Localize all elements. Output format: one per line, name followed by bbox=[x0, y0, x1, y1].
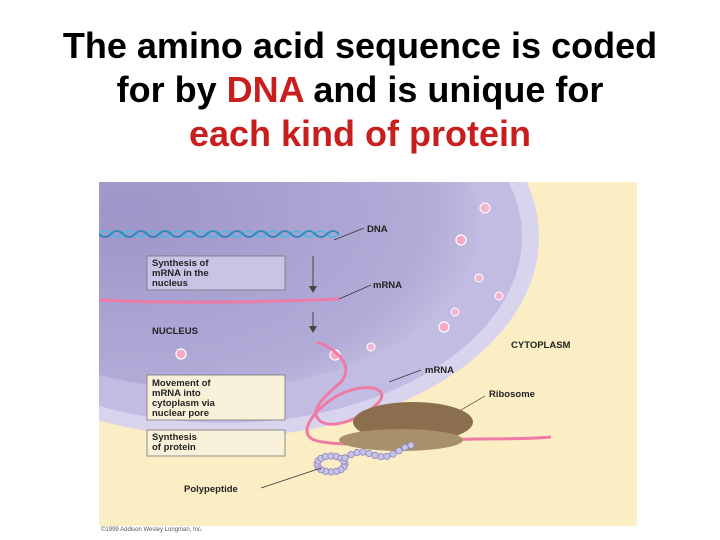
amino-acid-bead bbox=[359, 448, 367, 456]
amino-acid-bead bbox=[371, 451, 379, 459]
leader-ribosome bbox=[460, 395, 486, 411]
amino-acid-bead bbox=[377, 453, 385, 461]
amino-acid-bead bbox=[389, 450, 397, 458]
step-2-line-1: Movement of bbox=[152, 378, 211, 389]
leader-dna bbox=[333, 227, 365, 241]
leader-polypeptide bbox=[260, 467, 322, 489]
label-mrna-cytoplasm: mRNA bbox=[425, 365, 454, 376]
amino-acid-bead bbox=[383, 452, 391, 460]
label-polypeptide: Polypeptide bbox=[184, 484, 238, 495]
label-dna: DNA bbox=[367, 224, 388, 235]
nuclear-pore bbox=[175, 348, 187, 360]
dna-helix bbox=[99, 230, 340, 238]
amino-acid-bead bbox=[395, 447, 403, 455]
amino-acid-bead bbox=[341, 454, 349, 462]
ribosome-small-subunit bbox=[339, 429, 463, 451]
er-ribosome bbox=[366, 342, 376, 352]
label-nucleus: NUCLEUS bbox=[152, 326, 198, 337]
copyright-credit: ©1999 Addison Wesley Longman, Inc. bbox=[101, 527, 203, 533]
arrow-2-head bbox=[309, 326, 317, 333]
title-line-2-pre: for by bbox=[116, 69, 227, 110]
title-highlight-dna: DNA bbox=[226, 69, 304, 110]
title-line-3: each kind of protein bbox=[188, 113, 532, 154]
ribosome bbox=[339, 402, 473, 451]
step-1-line-3: nucleus bbox=[152, 278, 188, 289]
step-3-line-2: of protein bbox=[152, 442, 196, 453]
er-ribosome bbox=[450, 307, 460, 317]
mrna-strand-nucleus bbox=[99, 297, 340, 304]
title-line-1: The amino acid sequence is coded bbox=[62, 25, 658, 66]
er-ribosome bbox=[474, 273, 484, 283]
dna-strand-2 bbox=[99, 230, 340, 238]
er-ribosome bbox=[494, 291, 504, 301]
polypeptide-chain bbox=[313, 441, 415, 476]
leader-lines bbox=[260, 227, 486, 489]
step-2-line-4: nuclear pore bbox=[152, 408, 209, 419]
step-3-line-1: Synthesis bbox=[152, 432, 197, 443]
amino-acid-bead bbox=[401, 443, 409, 451]
er-ribosomes bbox=[366, 202, 504, 352]
title-line-2-post: and is unique for bbox=[303, 69, 604, 110]
step-2-line-3: cytoplasm via bbox=[152, 398, 216, 409]
nuclear-pore bbox=[455, 234, 467, 246]
er-ribosome bbox=[479, 202, 491, 214]
amino-acid-bead bbox=[353, 448, 361, 457]
label-cytoplasm: CYTOPLASM bbox=[511, 340, 571, 351]
amino-acid-bead bbox=[365, 449, 373, 458]
step-2-line-2: mRNA into bbox=[152, 388, 201, 399]
amino-acid-bead bbox=[407, 441, 415, 449]
arrow-1-head bbox=[309, 286, 317, 293]
step-1-line-1: Synthesis of bbox=[152, 258, 209, 269]
step-1-line-2: mRNA in the bbox=[152, 268, 209, 279]
leader-mrna-cytoplasm bbox=[388, 369, 422, 383]
slide-title: The amino acid sequence is coded for by … bbox=[0, 24, 720, 156]
step-arrows bbox=[309, 256, 317, 333]
leader-mrna-nucleus bbox=[338, 284, 372, 300]
label-ribosome: Ribosome bbox=[489, 389, 535, 400]
amino-acid-bead bbox=[347, 450, 355, 459]
label-mrna-nucleus: mRNA bbox=[373, 280, 402, 291]
nuclear-pore bbox=[438, 321, 450, 333]
